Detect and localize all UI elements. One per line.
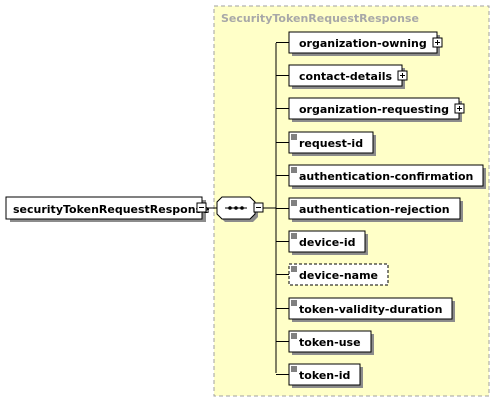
sequence-dot	[228, 206, 232, 210]
complex-type-title: SecurityTokenRequestResponse	[221, 12, 419, 25]
element-label-request-id: request-id	[299, 137, 363, 150]
element-box-token-id[interactable]	[288, 363, 361, 386]
element-label-organization-owning: organization-owning	[299, 37, 427, 50]
sequence-dot	[240, 206, 244, 210]
element-box-device-name[interactable]	[288, 263, 389, 286]
element-label-contact-details: contact-details	[299, 70, 392, 83]
element-box-device-id[interactable]	[288, 230, 366, 253]
element-label-authentication-confirmation: authentication-confirmation	[299, 170, 473, 183]
element-box-authentication-rejection[interactable]	[288, 197, 461, 220]
element-label-token-use: token-use	[299, 336, 361, 349]
root-element-label: securityTokenRequestResponse	[13, 203, 210, 216]
element-label-authentication-rejection: authentication-rejection	[299, 203, 450, 216]
element-label-organization-requesting: organization-requesting	[299, 103, 449, 116]
sequence-dot	[234, 206, 238, 210]
element-label-device-id: device-id	[299, 236, 355, 249]
element-box-token-validity-duration[interactable]	[288, 297, 453, 320]
element-label-device-name: device-name	[299, 269, 378, 282]
element-label-token-id: token-id	[299, 369, 350, 382]
element-label-token-validity-duration: token-validity-duration	[299, 303, 442, 316]
element-box-authentication-confirmation[interactable]	[288, 164, 484, 187]
element-box-token-use[interactable]	[288, 330, 372, 353]
element-box-request-id[interactable]	[288, 131, 374, 154]
